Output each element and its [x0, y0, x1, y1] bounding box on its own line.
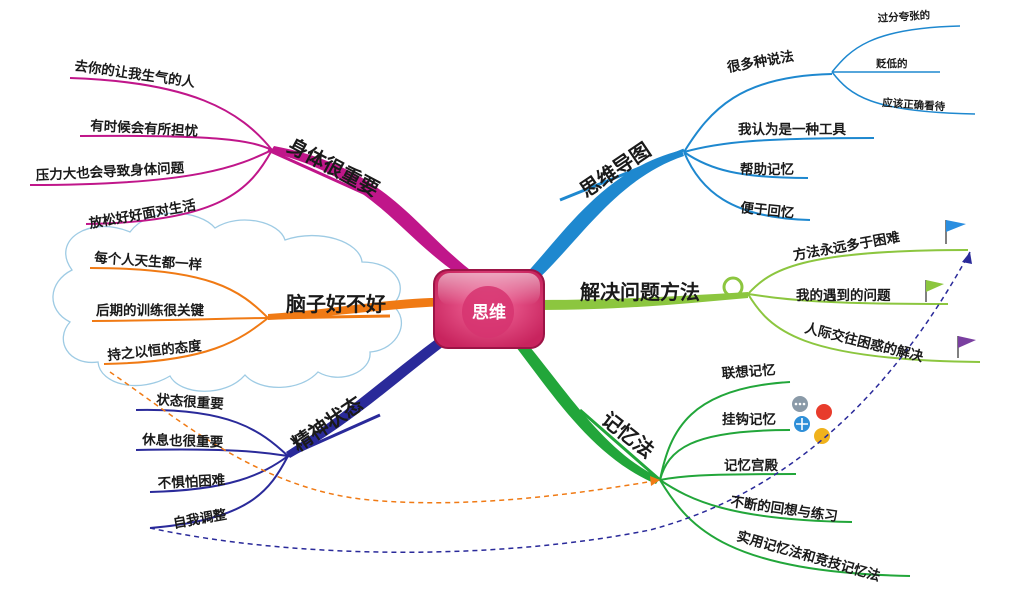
central-topic-label: 思维 [472, 302, 506, 323]
solve-link-3 [747, 293, 981, 363]
relation-arrow-head-navy [962, 252, 972, 264]
memory-link-3 [659, 473, 797, 481]
body-item-3[interactable]: 压力大也会导致身体问题 [35, 159, 185, 184]
spirit-item-3[interactable]: 不惧怕困难 [157, 471, 226, 492]
brain-link-1 [89, 267, 269, 319]
branch-solve-underline [577, 292, 749, 306]
memory-item-1[interactable]: 联想记忆 [721, 361, 777, 382]
relation-arrow-spirit-solve [149, 251, 971, 553]
mindmap-item-1[interactable]: 很多种说法 [726, 47, 796, 76]
body-link-1 [69, 77, 273, 151]
memory-icon-cluster [792, 396, 832, 444]
saying-link-3 [831, 71, 976, 115]
branch-brain-curve [268, 297, 458, 320]
branch-spirit-underline [287, 413, 381, 458]
brain-link-3 [103, 317, 269, 365]
flag-purple-icon [957, 336, 976, 358]
branch-body-curve [270, 146, 478, 282]
branch-body-underline [267, 148, 391, 207]
solve-item-1[interactable]: 方法永远多于困难 [792, 228, 902, 264]
body-link-4 [85, 149, 273, 225]
branch-mindmap-underline [559, 148, 685, 202]
spirit-item-2[interactable]: 休息也很重要 [141, 431, 224, 451]
relation-arrow-head-orange [650, 476, 660, 486]
memory-item-4[interactable]: 不断的回想与练习 [729, 493, 838, 525]
central-topic[interactable]: 思维 [433, 269, 545, 349]
memory-link-2 [659, 429, 791, 481]
solve-link-1 [747, 249, 969, 295]
saying-item-2[interactable]: 贬低的 [876, 57, 908, 70]
body-item-1[interactable]: 去你的让我生气的人 [73, 57, 196, 91]
memory-item-3[interactable]: 记忆宫殿 [724, 457, 778, 474]
branch-brain-underline [267, 314, 391, 320]
body-link-3 [29, 149, 273, 186]
solve-link-2 [747, 293, 949, 305]
memory-link-5 [659, 479, 911, 577]
memory-link-1 [659, 381, 791, 481]
body-item-4[interactable]: 放松好好面对生活 [87, 196, 198, 232]
spirit-link-4 [149, 455, 289, 529]
saying-link-1 [831, 25, 961, 73]
body-link-2 [79, 134, 273, 151]
mindmap-link-3 [683, 151, 809, 179]
flag-green-icon [925, 280, 944, 302]
memory-item-2[interactable]: 挂钩记忆 [722, 411, 776, 428]
mindmap-link-2 [683, 137, 875, 153]
spirit-item-1[interactable]: 状态很重要 [156, 391, 225, 413]
body-item-2[interactable]: 有时候会有所担忧 [90, 117, 199, 140]
brain-link-2 [91, 317, 269, 322]
mindmap-item-4[interactable]: 便于回忆 [740, 199, 796, 222]
branch-brain-label[interactable]: 脑子好不好 [286, 292, 386, 316]
branch-solve-label[interactable]: 解决问题方法 [580, 280, 700, 304]
solve-octagon-icon [722, 276, 744, 298]
branch-body-label[interactable]: 身体很重要 [284, 133, 384, 201]
solve-item-3[interactable]: 人际交往困惑的解决 [803, 319, 925, 365]
branch-memory-underline [579, 408, 661, 482]
brain-item-2[interactable]: 后期的训练很关键 [96, 302, 204, 319]
flag-blue-icon [945, 220, 966, 244]
solve-item-2[interactable]: 我的遇到的问题 [796, 287, 891, 304]
mindmap-item-2[interactable]: 我认为是一种工具 [738, 121, 846, 138]
spirit-link-1 [135, 408, 289, 457]
head-silhouette-icon [462, 286, 514, 338]
branch-spirit-label[interactable]: 精神状态 [287, 392, 367, 457]
mindmap-link-4 [683, 151, 811, 221]
relation-arrow-brain-memory [109, 371, 661, 504]
mindmap-link-1 [683, 73, 833, 153]
spirit-item-4[interactable]: 自我调整 [172, 506, 229, 532]
saying-item-3[interactable]: 应该正确看待 [882, 96, 946, 113]
branch-memory-label[interactable]: 记忆法 [597, 407, 659, 463]
branch-mindmap-curve [518, 150, 684, 288]
edit-icon [814, 428, 830, 444]
brain-item-3[interactable]: 持之以恒的态度 [107, 337, 203, 364]
spirit-link-3 [149, 455, 289, 493]
saying-item-1[interactable]: 过分夸张的 [877, 8, 930, 25]
branch-memory-curve [506, 328, 660, 484]
memory-link-4 [659, 479, 853, 523]
cloud-boundary [52, 212, 403, 392]
spirit-link-2 [135, 448, 289, 457]
refresh-icon [816, 404, 832, 420]
branch-spirit-curve [286, 320, 472, 458]
mindmap-item-3[interactable]: 帮助记忆 [740, 161, 794, 178]
